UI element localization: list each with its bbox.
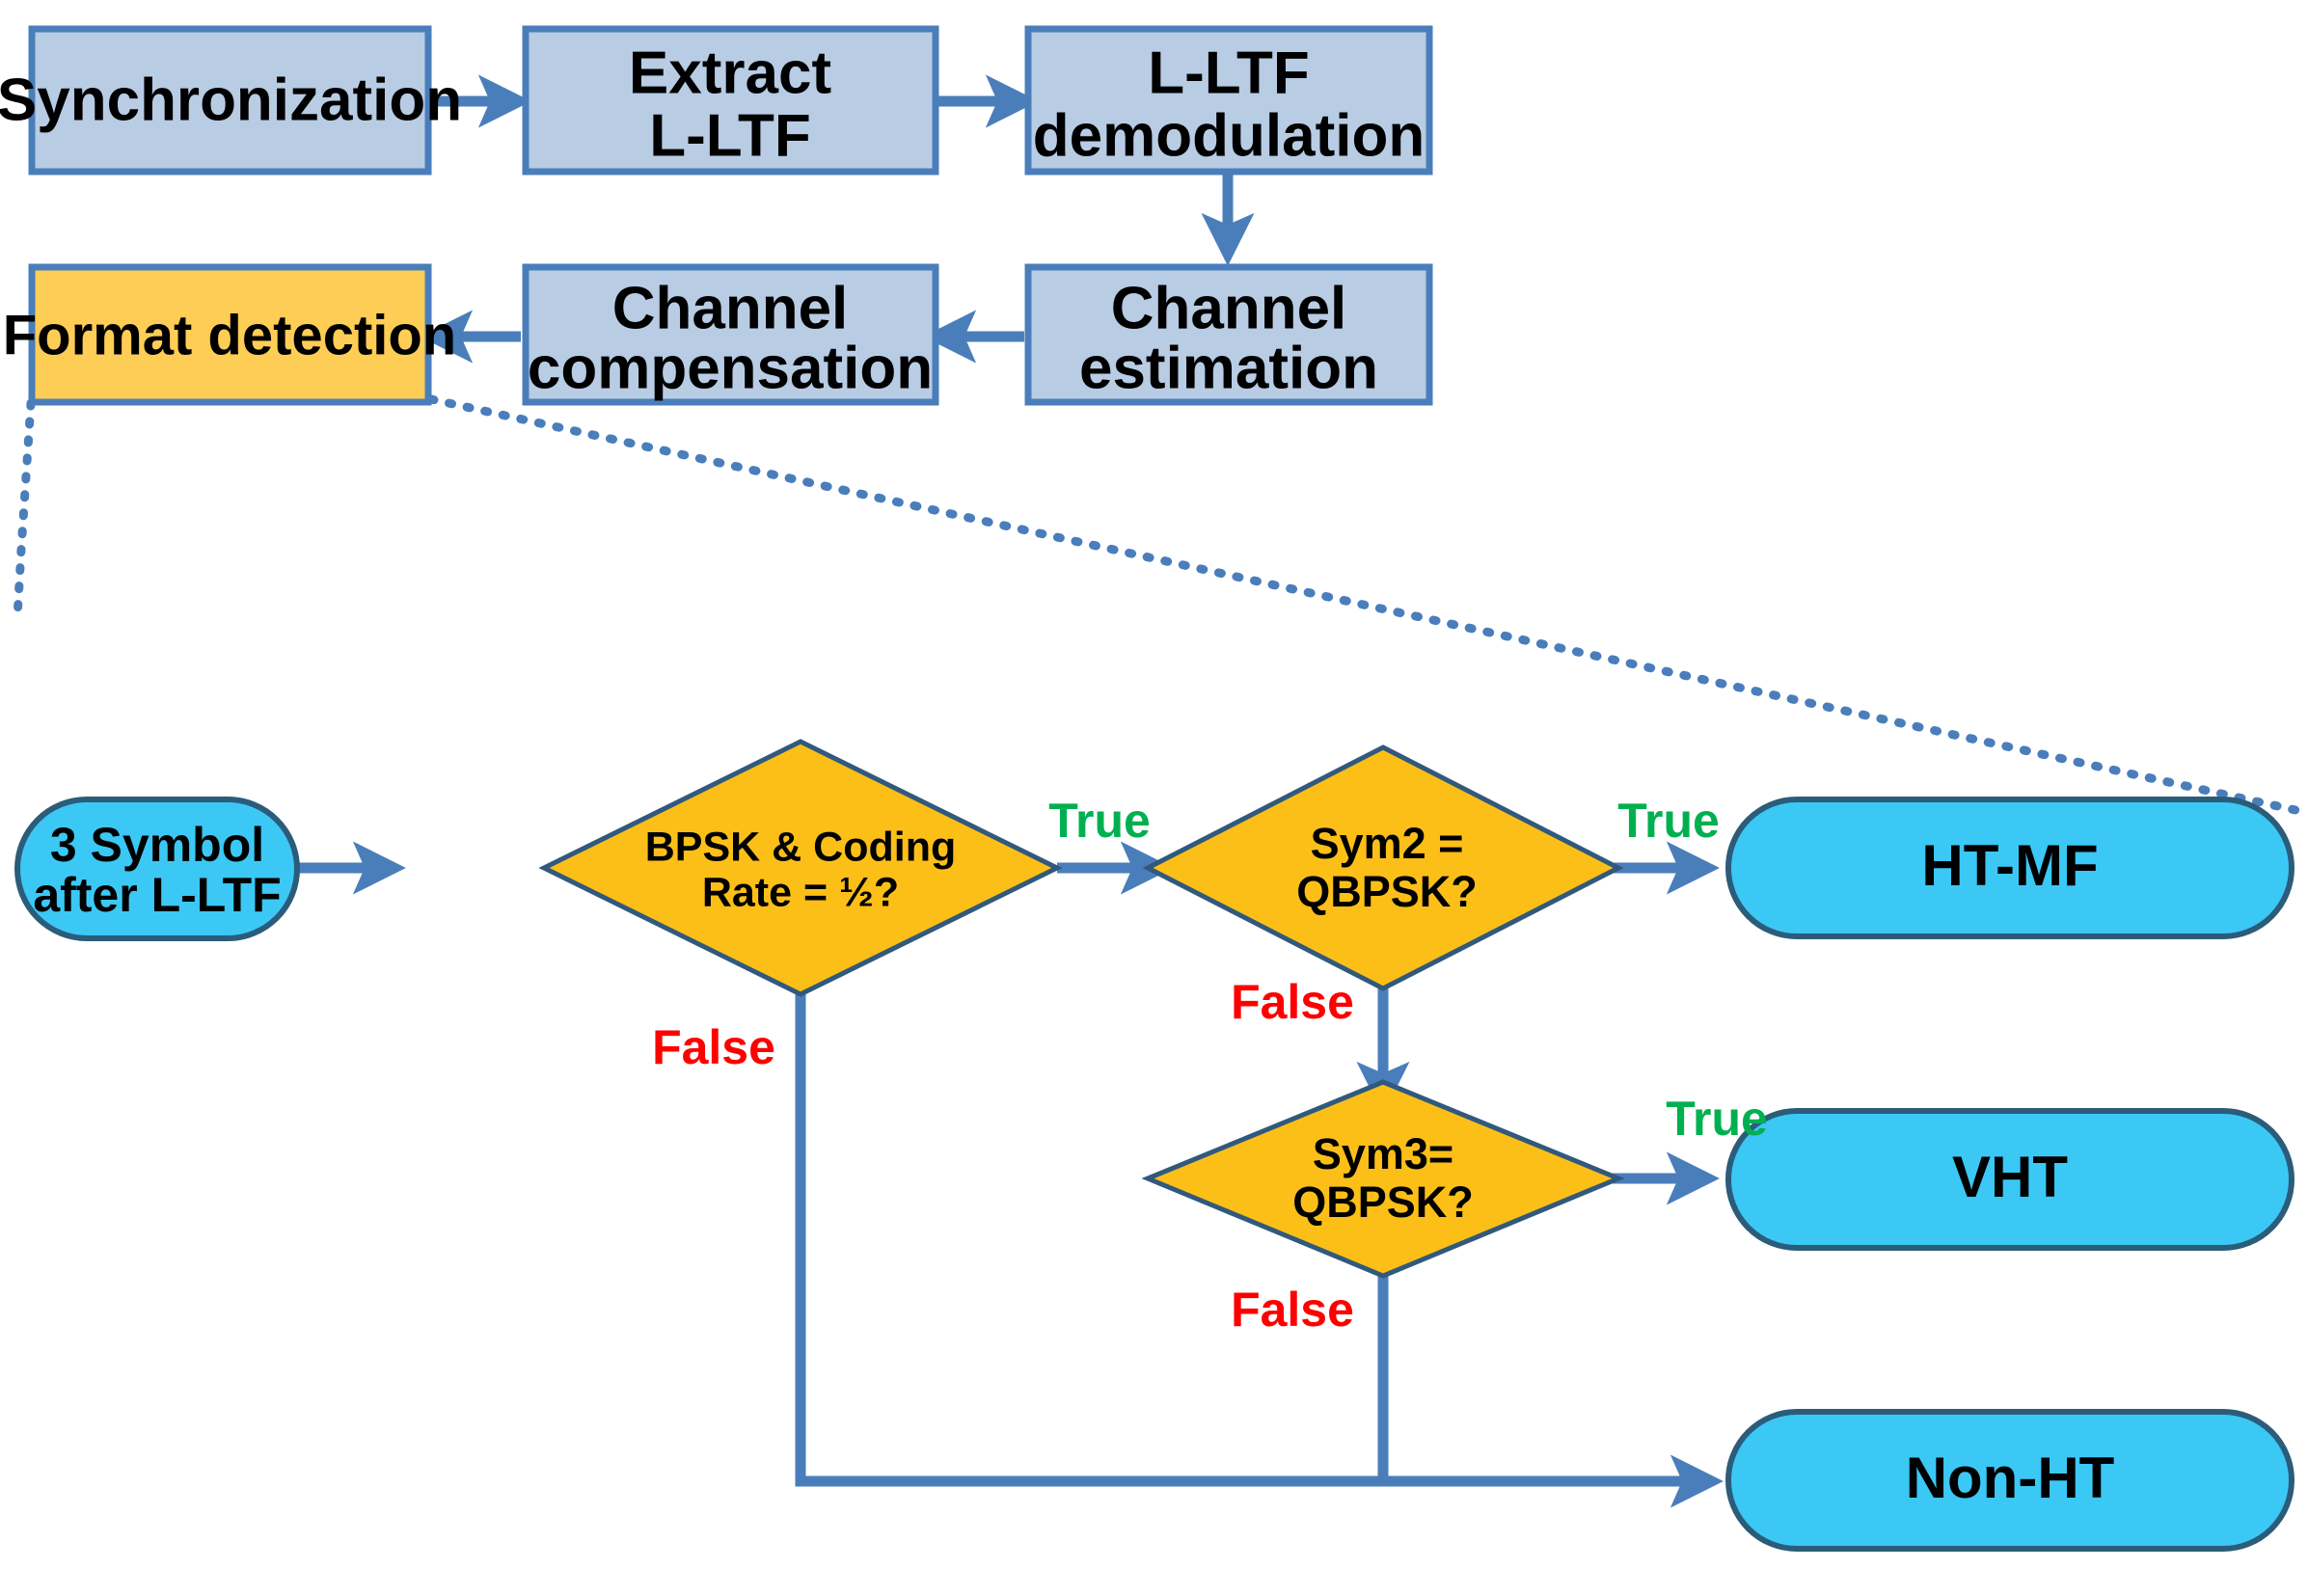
decision-sym3-qbpsk[interactable]: Sym3= QBPSK? bbox=[1141, 1079, 1625, 1279]
node-non-ht-label: Non-HT bbox=[1906, 1446, 2115, 1510]
node-channel-estimation[interactable]: Channel estimation bbox=[1024, 263, 1433, 406]
node-ht-mf-label: HT-MF bbox=[1921, 833, 2098, 898]
node-extract-l-ltf-label-line1: Extract bbox=[629, 40, 831, 106]
edge-label-false-d3: False bbox=[1231, 1283, 1354, 1337]
node-format-detection-label: Format detection bbox=[3, 304, 457, 366]
node-channel-compensation-label-line2: compensation bbox=[528, 335, 933, 401]
arrow-d1-false-to-nonht bbox=[795, 966, 1724, 1508]
node-three-symbol-label-line2: after L-LTF bbox=[33, 868, 281, 922]
node-non-ht[interactable]: Non-HT bbox=[1725, 1409, 2294, 1552]
node-channel-compensation[interactable]: Channel compensation bbox=[522, 263, 939, 406]
node-l-ltf-demodulation-label-line2: demodulation bbox=[1033, 102, 1425, 169]
node-vht[interactable]: VHT bbox=[1725, 1108, 2294, 1251]
decision-sym2-qbpsk-label-line2: QBPSK? bbox=[1296, 867, 1478, 916]
decision-bpsk-coding-rate[interactable]: BPSK & Coding Rate = ½? bbox=[538, 739, 1063, 997]
node-vht-label: VHT bbox=[1952, 1145, 2068, 1209]
edge-label-true-d2: True bbox=[1617, 794, 1720, 848]
node-channel-compensation-label-line1: Channel bbox=[612, 275, 849, 341]
dotted-link-diagonal bbox=[426, 394, 2300, 815]
node-synchronization[interactable]: Synchronization bbox=[0, 25, 462, 176]
decision-sym2-qbpsk[interactable]: Sym2 = QBPSK? bbox=[1142, 744, 1624, 991]
node-ht-mf[interactable]: HT-MF bbox=[1725, 797, 2294, 939]
edge-label-true-d3: True bbox=[1666, 1092, 1768, 1146]
node-l-ltf-demodulation-label-line1: L-LTF bbox=[1148, 40, 1310, 106]
edge-label-false-d1: False bbox=[652, 1020, 775, 1074]
dotted-link-left bbox=[13, 398, 36, 622]
decision-sym3-qbpsk-label-line2: QBPSK? bbox=[1292, 1177, 1474, 1227]
node-extract-l-ltf-label-line2: L-LTF bbox=[649, 102, 811, 169]
decision-sym3-qbpsk-label-line1: Sym3= bbox=[1313, 1129, 1453, 1178]
node-channel-estimation-label-line2: estimation bbox=[1079, 335, 1378, 401]
node-format-detection[interactable]: Format detection bbox=[3, 263, 457, 406]
node-three-symbol-after-l-ltf[interactable]: 3 Symbol after L-LTF bbox=[14, 797, 300, 941]
edge-label-true-d1: True bbox=[1048, 794, 1151, 848]
node-synchronization-label: Synchronization bbox=[0, 67, 462, 133]
decision-bpsk-coding-rate-label-line2: Rate = ½? bbox=[702, 869, 899, 915]
decision-sym2-qbpsk-label-line1: Sym2 = bbox=[1311, 819, 1464, 868]
node-extract-l-ltf[interactable]: Extract L-LTF bbox=[522, 25, 939, 176]
edge-label-false-d2: False bbox=[1231, 975, 1354, 1029]
decision-bpsk-coding-rate-label-line1: BPSK & Coding bbox=[645, 824, 956, 870]
node-channel-estimation-label-line1: Channel bbox=[1111, 275, 1347, 341]
node-three-symbol-label-line1: 3 Symbol bbox=[50, 818, 264, 872]
node-l-ltf-demodulation[interactable]: L-LTF demodulation bbox=[1024, 25, 1433, 176]
